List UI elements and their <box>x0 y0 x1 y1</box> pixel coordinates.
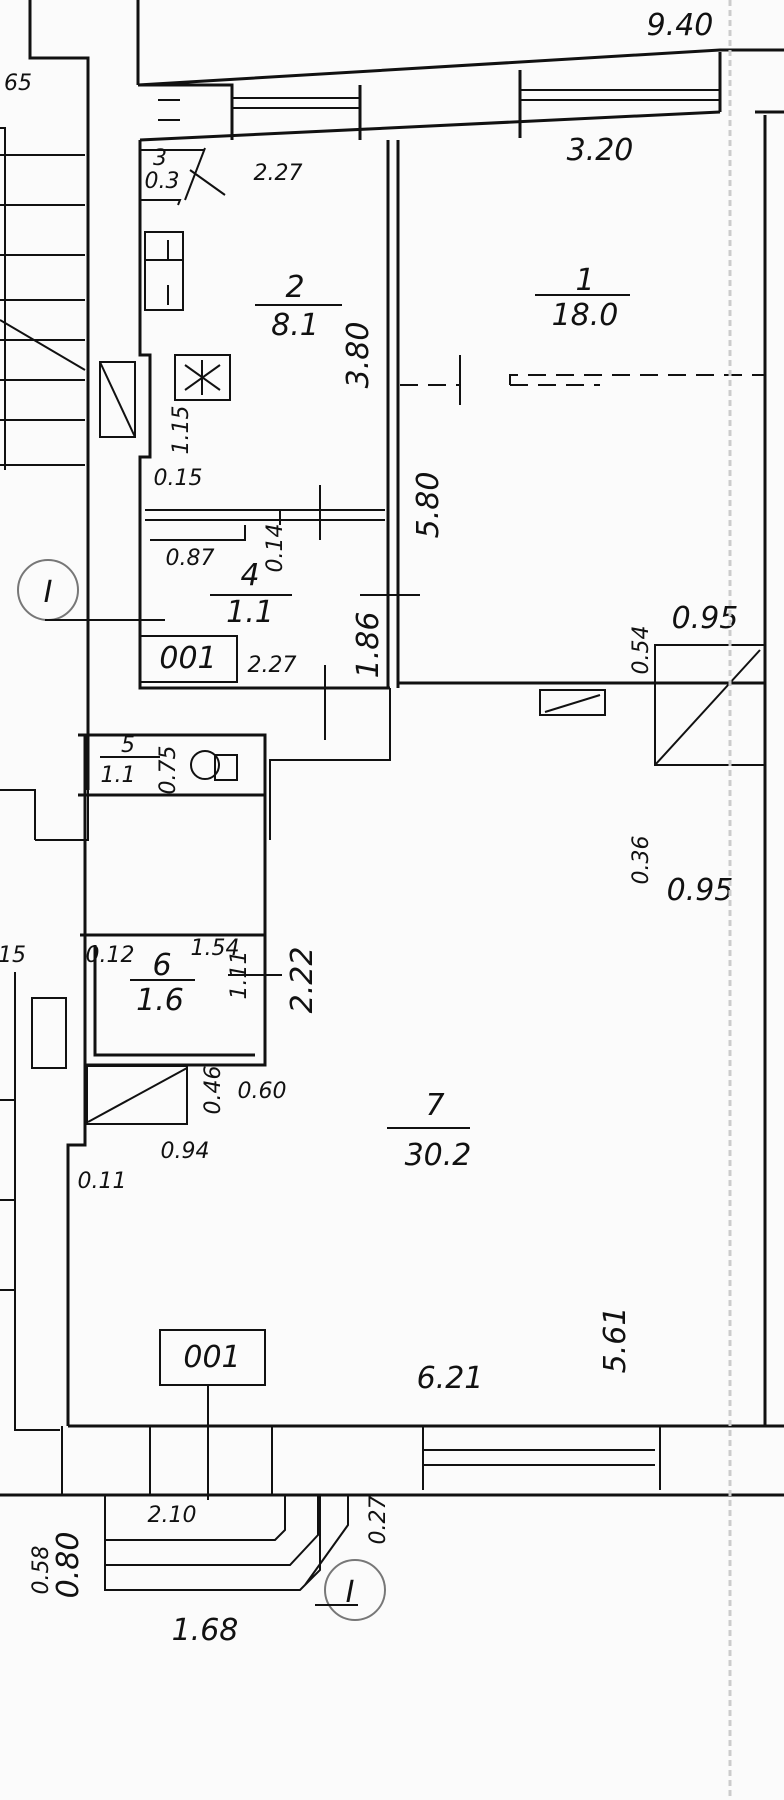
svg-text:0.80: 0.80 <box>51 1532 86 1599</box>
svg-text:5.61: 5.61 <box>598 1307 633 1374</box>
section-mark-upper: I <box>17 559 165 621</box>
svg-text:15: 15 <box>0 943 26 968</box>
dimension-labels: 9.40 65 3.20 2.27 3.80 1.15 0.15 5.80 0.… <box>0 8 738 1648</box>
room-7-walls <box>66 1065 188 1426</box>
svg-text:0.95: 0.95 <box>667 873 734 908</box>
svg-text:I: I <box>346 1575 355 1610</box>
svg-text:2.27: 2.27 <box>254 161 303 186</box>
svg-text:1.86: 1.86 <box>351 612 386 679</box>
svg-text:1.6: 1.6 <box>136 983 184 1018</box>
entrance-tag-lower: 001 <box>159 1329 266 1500</box>
svg-text:5: 5 <box>121 733 135 758</box>
ventilation-shaft <box>654 644 766 766</box>
outer-walls <box>0 48 784 1497</box>
room-label-1: 1 18.0 <box>535 263 630 333</box>
svg-text:001: 001 <box>159 641 216 676</box>
svg-text:9.40: 9.40 <box>647 8 714 43</box>
svg-text:1: 1 <box>575 263 594 298</box>
svg-text:1.54: 1.54 <box>191 936 240 961</box>
svg-text:5.80: 5.80 <box>411 472 446 539</box>
svg-text:0.60: 0.60 <box>238 1079 287 1104</box>
svg-text:2.10: 2.10 <box>148 1503 197 1528</box>
svg-text:0.14: 0.14 <box>263 524 288 573</box>
chimney-icon <box>174 354 231 401</box>
svg-text:1.15: 1.15 <box>169 406 194 455</box>
svg-text:2: 2 <box>285 270 304 305</box>
entrance-tag-upper: 001 <box>139 635 238 683</box>
svg-text:1.1: 1.1 <box>101 763 136 788</box>
section-mark-lower: I <box>315 1559 386 1621</box>
svg-text:4: 4 <box>240 558 259 593</box>
svg-text:0.75: 0.75 <box>156 746 181 795</box>
svg-text:0.46: 0.46 <box>201 1066 226 1115</box>
svg-text:3.20: 3.20 <box>567 133 634 168</box>
svg-text:0.15: 0.15 <box>154 466 203 491</box>
bathroom-walls <box>78 733 282 1067</box>
room-label-3: 3 0.3 <box>145 146 180 194</box>
svg-text:2.22: 2.22 <box>285 947 320 1014</box>
toilet-icon <box>190 750 220 780</box>
svg-text:0.3: 0.3 <box>145 169 180 194</box>
room-label-5: 5 1.1 <box>100 733 160 788</box>
svg-text:7: 7 <box>425 1088 444 1123</box>
room-label-7: 7 30.2 <box>387 1088 471 1173</box>
svg-text:1.11: 1.11 <box>227 951 252 1000</box>
svg-text:1.68: 1.68 <box>172 1613 239 1648</box>
svg-text:3: 3 <box>153 146 167 171</box>
room-2-walls <box>138 140 400 690</box>
svg-text:65: 65 <box>4 71 32 96</box>
room-label-4: 4 1.1 <box>210 558 292 630</box>
svg-text:8.1: 8.1 <box>271 308 319 343</box>
room-label-2: 2 8.1 <box>255 270 342 343</box>
closet <box>86 1065 188 1125</box>
svg-text:0.36: 0.36 <box>629 836 654 885</box>
svg-text:3.80: 3.80 <box>341 322 376 389</box>
svg-text:1.1: 1.1 <box>226 595 274 630</box>
svg-text:30.2: 30.2 <box>405 1138 472 1173</box>
svg-text:0.95: 0.95 <box>672 601 739 636</box>
svg-text:0.87: 0.87 <box>166 546 215 571</box>
svg-text:001: 001 <box>183 1340 240 1375</box>
porch <box>61 1426 349 1591</box>
svg-text:I: I <box>44 575 53 610</box>
room-label-6: 6 1.6 <box>130 948 195 1018</box>
svg-text:0.94: 0.94 <box>161 1139 210 1164</box>
svg-text:0.58: 0.58 <box>29 1546 54 1595</box>
room-1-walls <box>269 355 766 840</box>
svg-text:2.27: 2.27 <box>248 653 297 678</box>
svg-text:0.54: 0.54 <box>629 626 654 675</box>
svg-text:0.11: 0.11 <box>78 1169 127 1194</box>
svg-text:0.27: 0.27 <box>366 1496 391 1545</box>
svg-text:6.21: 6.21 <box>417 1361 484 1396</box>
stairwell <box>0 0 140 1431</box>
svg-text:6: 6 <box>152 948 171 983</box>
svg-text:0.12: 0.12 <box>86 943 135 968</box>
svg-text:18.0: 18.0 <box>552 298 619 333</box>
stair-vent <box>99 361 136 438</box>
